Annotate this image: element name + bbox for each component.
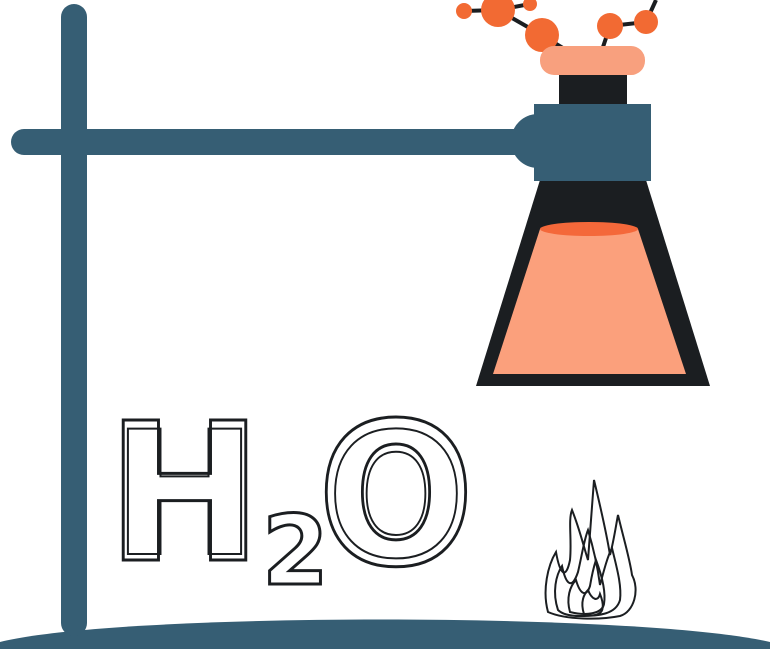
liquid-surface (540, 222, 638, 236)
formula-h-inner: H (112, 394, 257, 595)
molecule-icon (456, 0, 658, 52)
stand-base (0, 619, 770, 649)
formula-h: H (106, 383, 263, 606)
stand-pole (61, 4, 87, 636)
formula-o-inner: O (327, 396, 465, 597)
flask-clamp (534, 104, 651, 181)
formula-h2o: H H 2 O O (105, 379, 477, 613)
flame-icon (544, 479, 637, 620)
formula-o: O (317, 380, 475, 611)
flask-stopper (540, 46, 645, 75)
retort-stand-icon (11, 4, 565, 636)
erlenmeyer-flask-icon (476, 46, 710, 386)
flask-liquid (493, 229, 686, 374)
stand-arm (11, 129, 541, 155)
formula-subscript-2: 2 (262, 495, 329, 607)
